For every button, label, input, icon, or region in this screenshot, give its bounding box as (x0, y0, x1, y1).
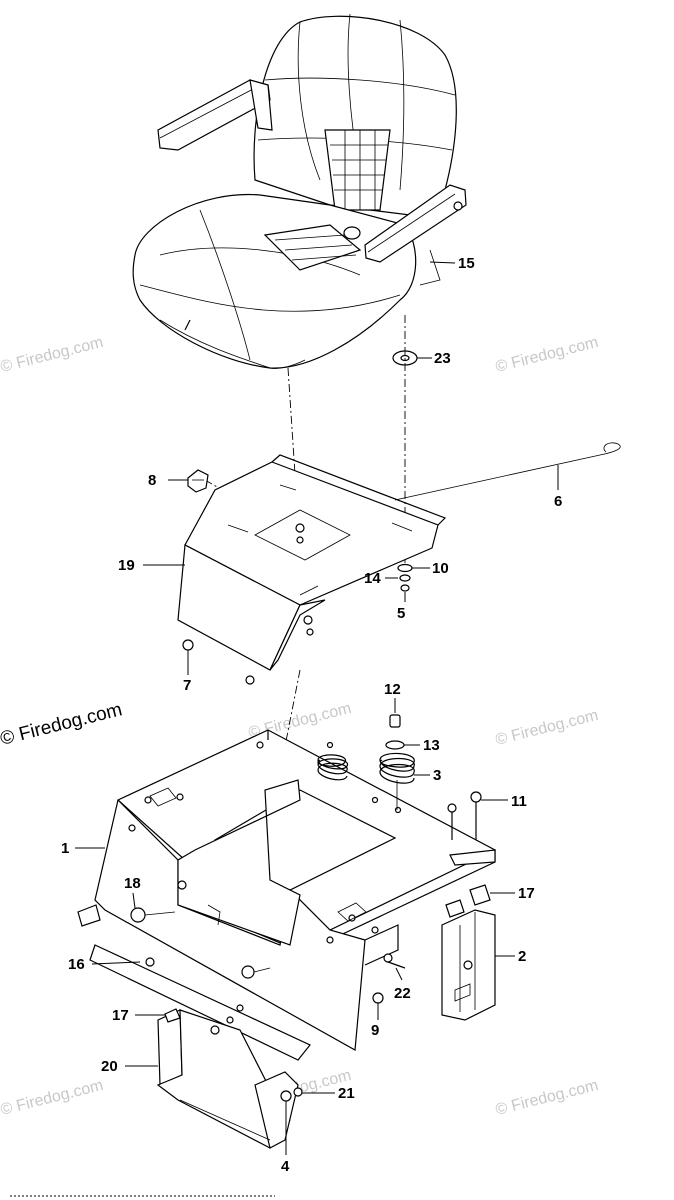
part-label-13: 13 (423, 737, 440, 754)
nut-7 (182, 639, 194, 651)
latch-8 (187, 469, 209, 493)
part-label-19: 19 (118, 557, 135, 574)
part-label-8: 8 (148, 472, 156, 489)
seat-pan-19 (177, 454, 447, 685)
part-label-7: 7 (183, 677, 191, 694)
part-labels: 15 23 8 6 19 10 14 5 7 12 13 3 11 1 17 1… (61, 255, 562, 1175)
part-label-21: 21 (338, 1085, 355, 1102)
watermark-3: © Firedog.com (494, 334, 600, 376)
part-label-14: 14 (364, 570, 381, 587)
watermark-6: © Firedog.com (0, 1077, 105, 1119)
knob-18 (130, 907, 271, 979)
part-label-1: 1 (61, 840, 69, 857)
watermark-dark: © Firedog.com (0, 699, 124, 750)
springs-3 (317, 752, 415, 810)
part-label-23: 23 (434, 350, 451, 367)
part-label-12: 12 (384, 681, 401, 698)
part-label-11: 11 (511, 793, 527, 810)
watermark-1: © Firedog.com (0, 334, 105, 376)
bracket-20 (156, 1008, 303, 1149)
part-label-2: 2 (518, 948, 526, 965)
cable-6 (394, 442, 621, 501)
frame-1 (77, 729, 497, 1051)
watermark-5: © Firedog.com (494, 707, 600, 749)
part-label-16: 16 (68, 956, 85, 973)
seat-assembly (132, 13, 467, 369)
bracket-2 (441, 884, 496, 1021)
part-label-6: 6 (554, 493, 562, 510)
hardware-10-14-5 (397, 563, 413, 592)
crossbar-16 (89, 944, 311, 1061)
hardware-12-13 (385, 714, 405, 750)
part-label-22: 22 (394, 985, 411, 1002)
part-label-9: 9 (371, 1022, 379, 1039)
part-label-15: 15 (458, 255, 475, 272)
part-label-10: 10 (432, 560, 449, 577)
hardware-11 (447, 791, 482, 840)
part-label-3: 3 (433, 767, 441, 784)
hardware-22-9 (372, 953, 406, 1004)
part-label-17-right: 17 (518, 885, 535, 902)
part-label-4: 4 (281, 1158, 290, 1175)
part-label-18: 18 (124, 875, 141, 892)
part-label-20: 20 (101, 1058, 118, 1075)
leader-lines (75, 261, 559, 1155)
part-label-5: 5 (397, 605, 405, 622)
watermark-8: © Firedog.com (494, 1077, 600, 1119)
part-label-17-left: 17 (112, 1007, 129, 1024)
